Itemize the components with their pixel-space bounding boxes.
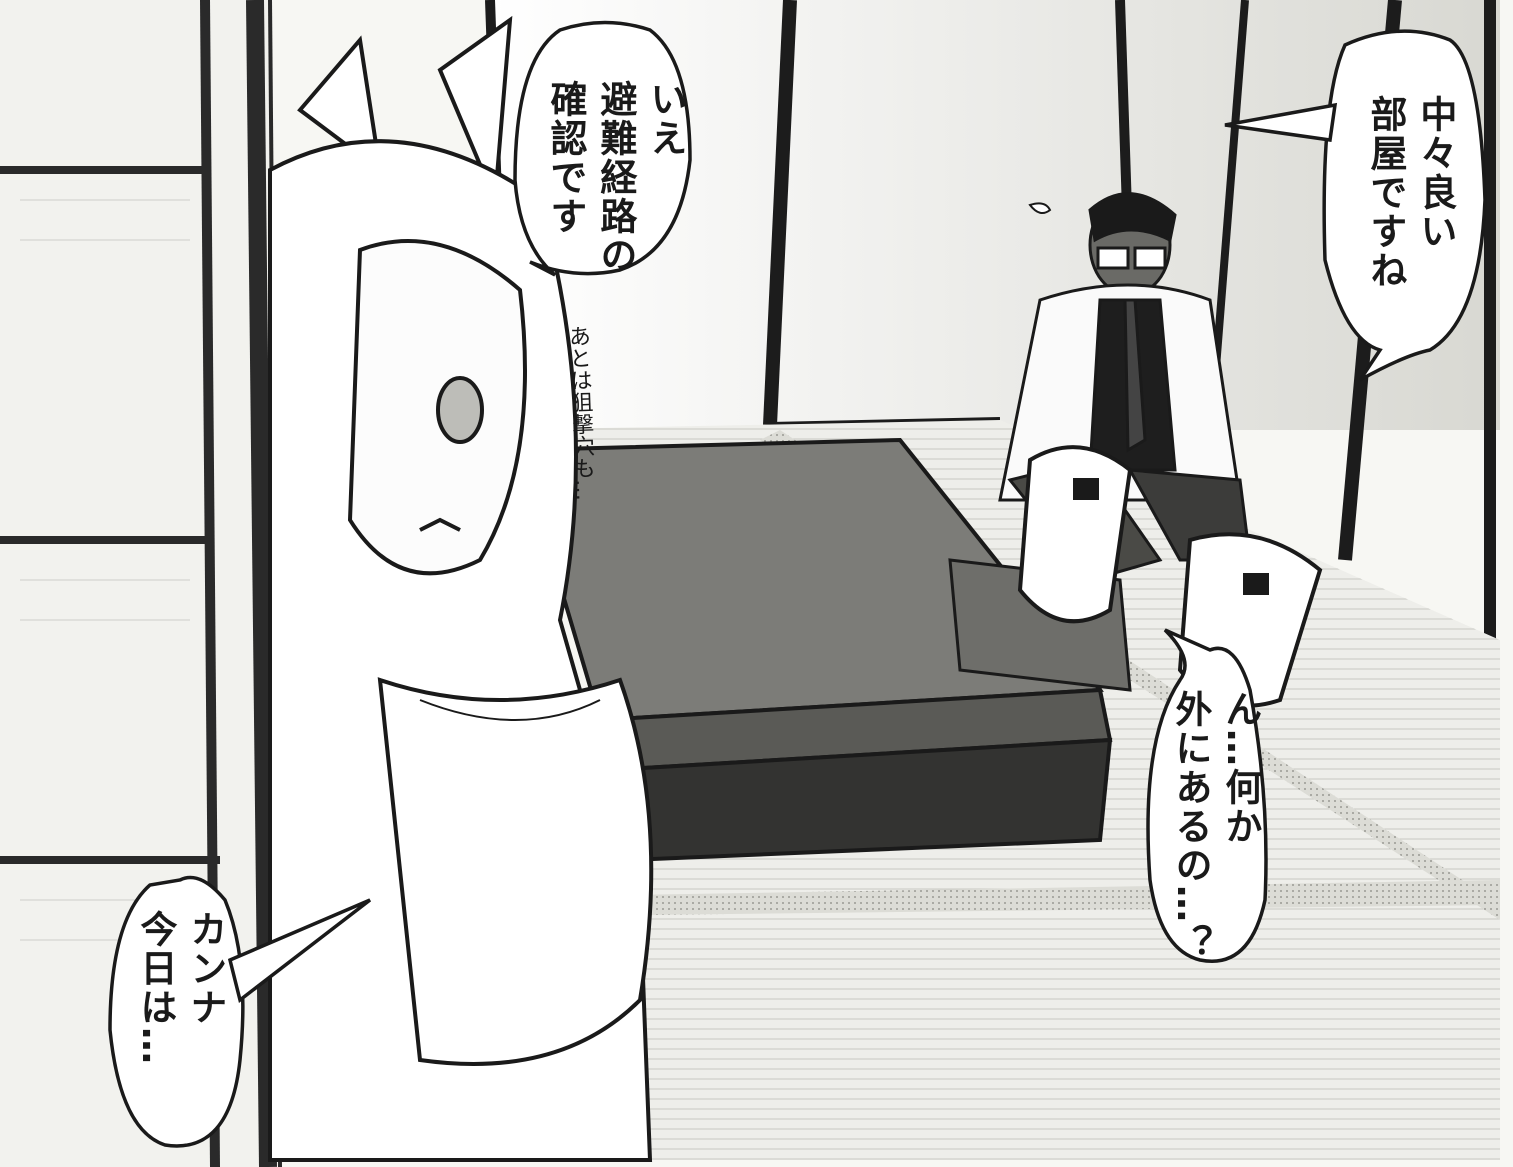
- speech-bubbles: [108, 20, 1487, 1148]
- dialogue-top-center: いえ 避難経路の 確認です: [543, 80, 687, 275]
- dialogue-right-middle: ん…何か 外にあるの…？: [1168, 690, 1262, 963]
- dialogue-top-right: 中々良い 部屋ですね: [1363, 95, 1457, 290]
- dialogue-bottom-left: カンナ 今日は…: [133, 910, 227, 1066]
- murmur-text: あとは狙撃穴も…: [564, 324, 596, 502]
- low-table: [517, 437, 1132, 863]
